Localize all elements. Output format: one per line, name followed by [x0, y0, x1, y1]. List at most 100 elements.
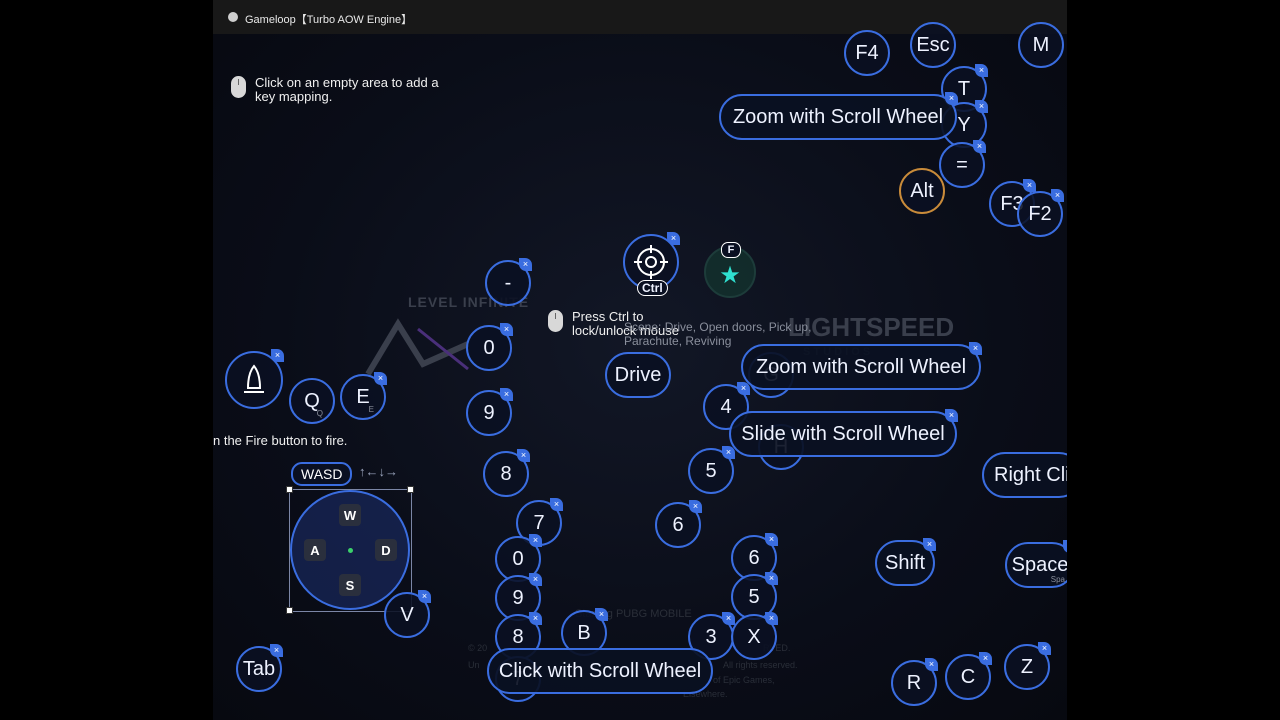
- remove-x-icon[interactable]: ×: [1038, 642, 1051, 655]
- direction-arrows: ↑←↓→: [359, 464, 398, 479]
- key-label: X: [747, 625, 761, 648]
- fire-hint: n the Fire button to fire.: [213, 433, 348, 448]
- remove-x-icon[interactable]: ×: [529, 573, 542, 586]
- slide-scroll-pill[interactable]: Slide with Scroll Wheel×: [729, 409, 958, 457]
- remove-x-icon[interactable]: ×: [737, 382, 750, 395]
- key-6-second[interactable]: 6×: [731, 533, 778, 581]
- key-3[interactable]: 3×: [688, 612, 735, 660]
- key-x[interactable]: X×: [731, 612, 778, 660]
- bullet-icon: [244, 364, 264, 393]
- key-z[interactable]: Z×: [1004, 642, 1051, 690]
- key-v[interactable]: V×: [384, 590, 431, 638]
- f-star-button[interactable]: F ★: [704, 242, 756, 298]
- key-5[interactable]: 5×: [688, 446, 735, 494]
- remove-x-icon[interactable]: ×: [923, 538, 936, 551]
- key-alt[interactable]: Alt: [899, 168, 945, 214]
- remove-x-icon[interactable]: ×: [765, 572, 778, 585]
- remove-x-icon[interactable]: ×: [529, 612, 542, 625]
- key-8[interactable]: 8×: [483, 449, 530, 497]
- remove-x-icon[interactable]: ×: [667, 232, 680, 245]
- aim-crosshair-button[interactable]: × Ctrl: [623, 232, 680, 296]
- key-label: V: [400, 603, 414, 626]
- remove-x-icon[interactable]: ×: [418, 590, 431, 603]
- remove-x-icon[interactable]: ×: [374, 372, 387, 385]
- key-label: R: [906, 671, 922, 694]
- key-m[interactable]: M: [1018, 22, 1064, 68]
- remove-x-icon[interactable]: ×: [722, 612, 735, 625]
- remove-x-icon[interactable]: ×: [1063, 540, 1067, 553]
- zoom-scroll-pill-mid[interactable]: Zoom with Scroll Wheel×: [741, 342, 982, 390]
- remove-x-icon[interactable]: ×: [550, 498, 563, 511]
- f-badge: F: [721, 242, 741, 258]
- drive-button[interactable]: Drive: [605, 352, 671, 398]
- key-label: 5: [705, 459, 717, 482]
- gameloop-logo-icon: [228, 12, 238, 22]
- remove-x-icon[interactable]: ×: [595, 608, 608, 621]
- pill-label: Zoom with Scroll Wheel: [755, 355, 967, 378]
- remove-x-icon[interactable]: ×: [1023, 179, 1036, 192]
- key-label: F2: [1028, 202, 1052, 225]
- fire-button[interactable]: ×: [225, 349, 284, 409]
- key-0[interactable]: 0×: [466, 323, 513, 371]
- remove-x-icon[interactable]: ×: [975, 64, 988, 77]
- key-label: =: [956, 153, 968, 176]
- wasd-joystick[interactable]: W A D S: [290, 490, 410, 610]
- wasd-label[interactable]: WASD: [291, 462, 353, 486]
- key-label: 9: [483, 401, 495, 424]
- zoom-scroll-pill-top[interactable]: Zoom with Scroll Wheel×: [719, 92, 958, 140]
- key-f4[interactable]: F4: [844, 30, 890, 76]
- remove-x-icon[interactable]: ×: [973, 140, 986, 153]
- key-tab[interactable]: Tab×: [236, 644, 283, 692]
- right-click-pill[interactable]: Right Cli: [982, 452, 1067, 498]
- joystick-key-down: S: [339, 574, 361, 596]
- key-label: 0: [512, 547, 524, 570]
- remove-x-icon[interactable]: ×: [765, 612, 778, 625]
- game-canvas[interactable]: LEVEL INFINITE LIGHTSPEED S T U D I O S …: [213, 22, 1067, 720]
- remove-x-icon[interactable]: ×: [722, 446, 735, 459]
- resize-handle[interactable]: [286, 607, 293, 614]
- mouse-icon: [231, 76, 246, 98]
- remove-x-icon[interactable]: ×: [945, 409, 958, 422]
- pill-label: Zoom with Scroll Wheel: [732, 105, 944, 128]
- remove-x-icon[interactable]: ×: [500, 388, 513, 401]
- remove-x-icon[interactable]: ×: [1051, 189, 1064, 202]
- key-minus[interactable]: -×: [485, 258, 532, 306]
- key-6[interactable]: 6×: [655, 500, 702, 548]
- footer-epic: of Epic Games,: [713, 675, 775, 685]
- remove-x-icon[interactable]: ×: [975, 100, 988, 113]
- remove-x-icon[interactable]: ×: [270, 644, 283, 657]
- key-equals[interactable]: =×: [939, 140, 986, 188]
- key-r[interactable]: R×: [891, 658, 938, 706]
- resize-handle[interactable]: [407, 486, 414, 493]
- window-title: Gameloop【Turbo AOW Engine】: [245, 14, 413, 26]
- key-f2[interactable]: F2×: [1017, 189, 1064, 237]
- key-label: 0: [483, 336, 495, 359]
- remove-x-icon[interactable]: ×: [765, 533, 778, 546]
- remove-x-icon[interactable]: ×: [500, 323, 513, 336]
- add-mapping-text: Click on an empty area to add a key mapp…: [255, 75, 439, 104]
- remove-x-icon[interactable]: ×: [925, 658, 938, 671]
- resize-handle[interactable]: [286, 486, 293, 493]
- remove-x-icon[interactable]: ×: [945, 92, 958, 105]
- remove-x-icon[interactable]: ×: [271, 349, 284, 362]
- remove-x-icon[interactable]: ×: [529, 534, 542, 547]
- key-q-sub: Q: [316, 409, 323, 418]
- key-label: Esc: [916, 33, 950, 56]
- level-infinite-logo-icon: [365, 318, 470, 376]
- remove-x-icon[interactable]: ×: [979, 652, 992, 665]
- key-9[interactable]: 9×: [466, 388, 513, 436]
- key-c[interactable]: C×: [945, 652, 992, 700]
- ctrl-lock-text: Press Ctrl to lock/unlock mouse: [572, 309, 679, 338]
- key-label: Y: [957, 113, 971, 136]
- click-scroll-pill[interactable]: Click with Scroll Wheel: [487, 648, 713, 694]
- key-esc[interactable]: Esc: [910, 22, 956, 68]
- remove-x-icon[interactable]: ×: [517, 449, 530, 462]
- remove-x-icon[interactable]: ×: [689, 500, 702, 513]
- key-shift[interactable]: Shift×: [875, 538, 936, 586]
- remove-x-icon[interactable]: ×: [519, 258, 532, 271]
- remove-x-icon[interactable]: ×: [969, 342, 982, 355]
- joystick-key-up: W: [339, 504, 361, 526]
